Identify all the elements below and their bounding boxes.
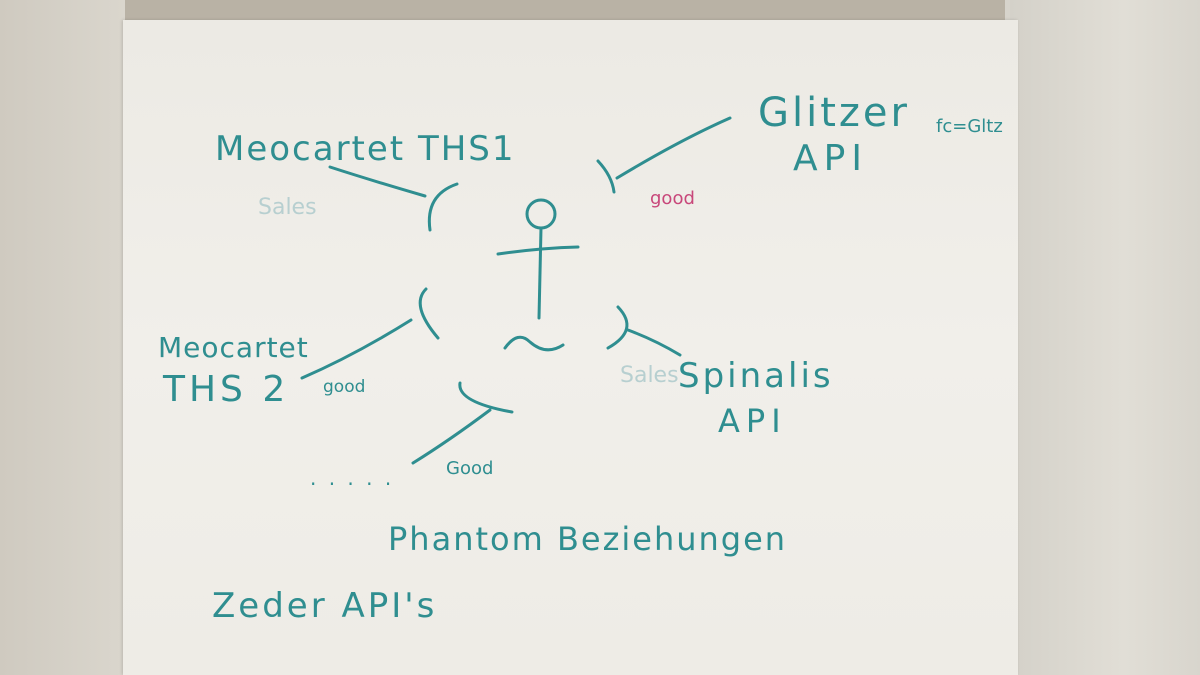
- background-left: [0, 0, 125, 675]
- connector-ths1: [328, 165, 459, 232]
- label-spinalis: Spinalis: [678, 356, 834, 396]
- paper-sheet: [123, 20, 1018, 675]
- label-ths2-line1: Meocartet: [158, 331, 309, 364]
- label-ths1: Meocartet THS1: [215, 129, 516, 169]
- label-zeder: Zeder API's: [212, 586, 437, 626]
- faint-label-right: Sales: [620, 363, 679, 388]
- label-glitzer: Glitzer: [758, 90, 910, 136]
- edge-label-glitzer: good: [650, 188, 695, 209]
- ellipsis: . . . . .: [310, 466, 394, 490]
- edge-label-ths2: good: [323, 377, 365, 397]
- label-ths2-line2: THS 2: [162, 369, 289, 410]
- label-spinalis-api: API: [718, 402, 787, 440]
- stick-figure: [496, 198, 580, 352]
- edge-label-bottom: Good: [446, 458, 493, 479]
- label-glitzer-api: API: [793, 138, 868, 179]
- faint-label-left: Sales: [258, 195, 317, 220]
- background-top-strip: [0, 0, 1200, 22]
- connector-ths2: [300, 287, 440, 380]
- label-glitzer-note: fc=Gltz: [936, 116, 1003, 137]
- label-phantom: Phantom Beziehungen: [388, 520, 787, 558]
- connector-spinalis: [606, 305, 682, 357]
- background-right: [1010, 0, 1200, 675]
- connector-glitzer: [596, 116, 732, 194]
- connector-bottom: [411, 381, 514, 465]
